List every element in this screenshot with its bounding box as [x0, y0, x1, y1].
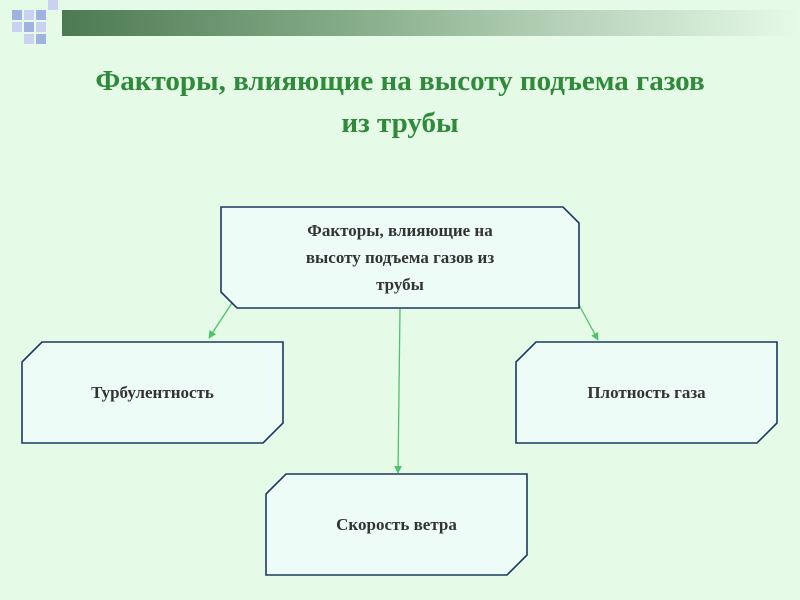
root-node: Факторы, влияющие на высоту подъема газо… [221, 207, 579, 308]
turbulence-label: Турбулентность [91, 383, 214, 402]
decor-square [36, 22, 46, 32]
decor-square [36, 10, 46, 20]
decor-square [12, 22, 22, 32]
slide-title: Факторы, влияющие на высоту подъема газо… [0, 60, 800, 144]
decor-square [24, 34, 34, 44]
gas-density-node-shape [515, 341, 778, 444]
decor-square [36, 34, 46, 44]
wind-speed-node: Скорость ветра [266, 474, 527, 575]
root-node-line: трубы [376, 275, 424, 294]
root-node-line: высоту подъема газов из [305, 248, 495, 267]
wind-speed-label: Скорость ветра [336, 515, 457, 534]
root-node-shape [220, 206, 580, 309]
decor-square [24, 10, 34, 20]
decor-square [12, 10, 22, 20]
header-gradient-bar [62, 10, 800, 36]
decor-square [24, 22, 34, 32]
turbulence-node-shape [21, 341, 284, 444]
connector-to-turbulence [208, 302, 233, 339]
root-node-line: Факторы, влияющие на [307, 221, 493, 240]
wind-speed-node-shape [265, 473, 528, 576]
turbulence-node: Турбулентность [22, 342, 283, 443]
gas-density-node: Плотность газа [516, 342, 777, 443]
slide-title-line: из трубы [341, 107, 459, 139]
connector-to-wind-speed [394, 307, 402, 474]
gas-density-label: Плотность газа [587, 383, 706, 402]
slide-title-line: Факторы, влияющие на высоту подъема газо… [95, 65, 705, 97]
decor-square [48, 0, 58, 10]
connector-to-gas-density [577, 302, 599, 341]
